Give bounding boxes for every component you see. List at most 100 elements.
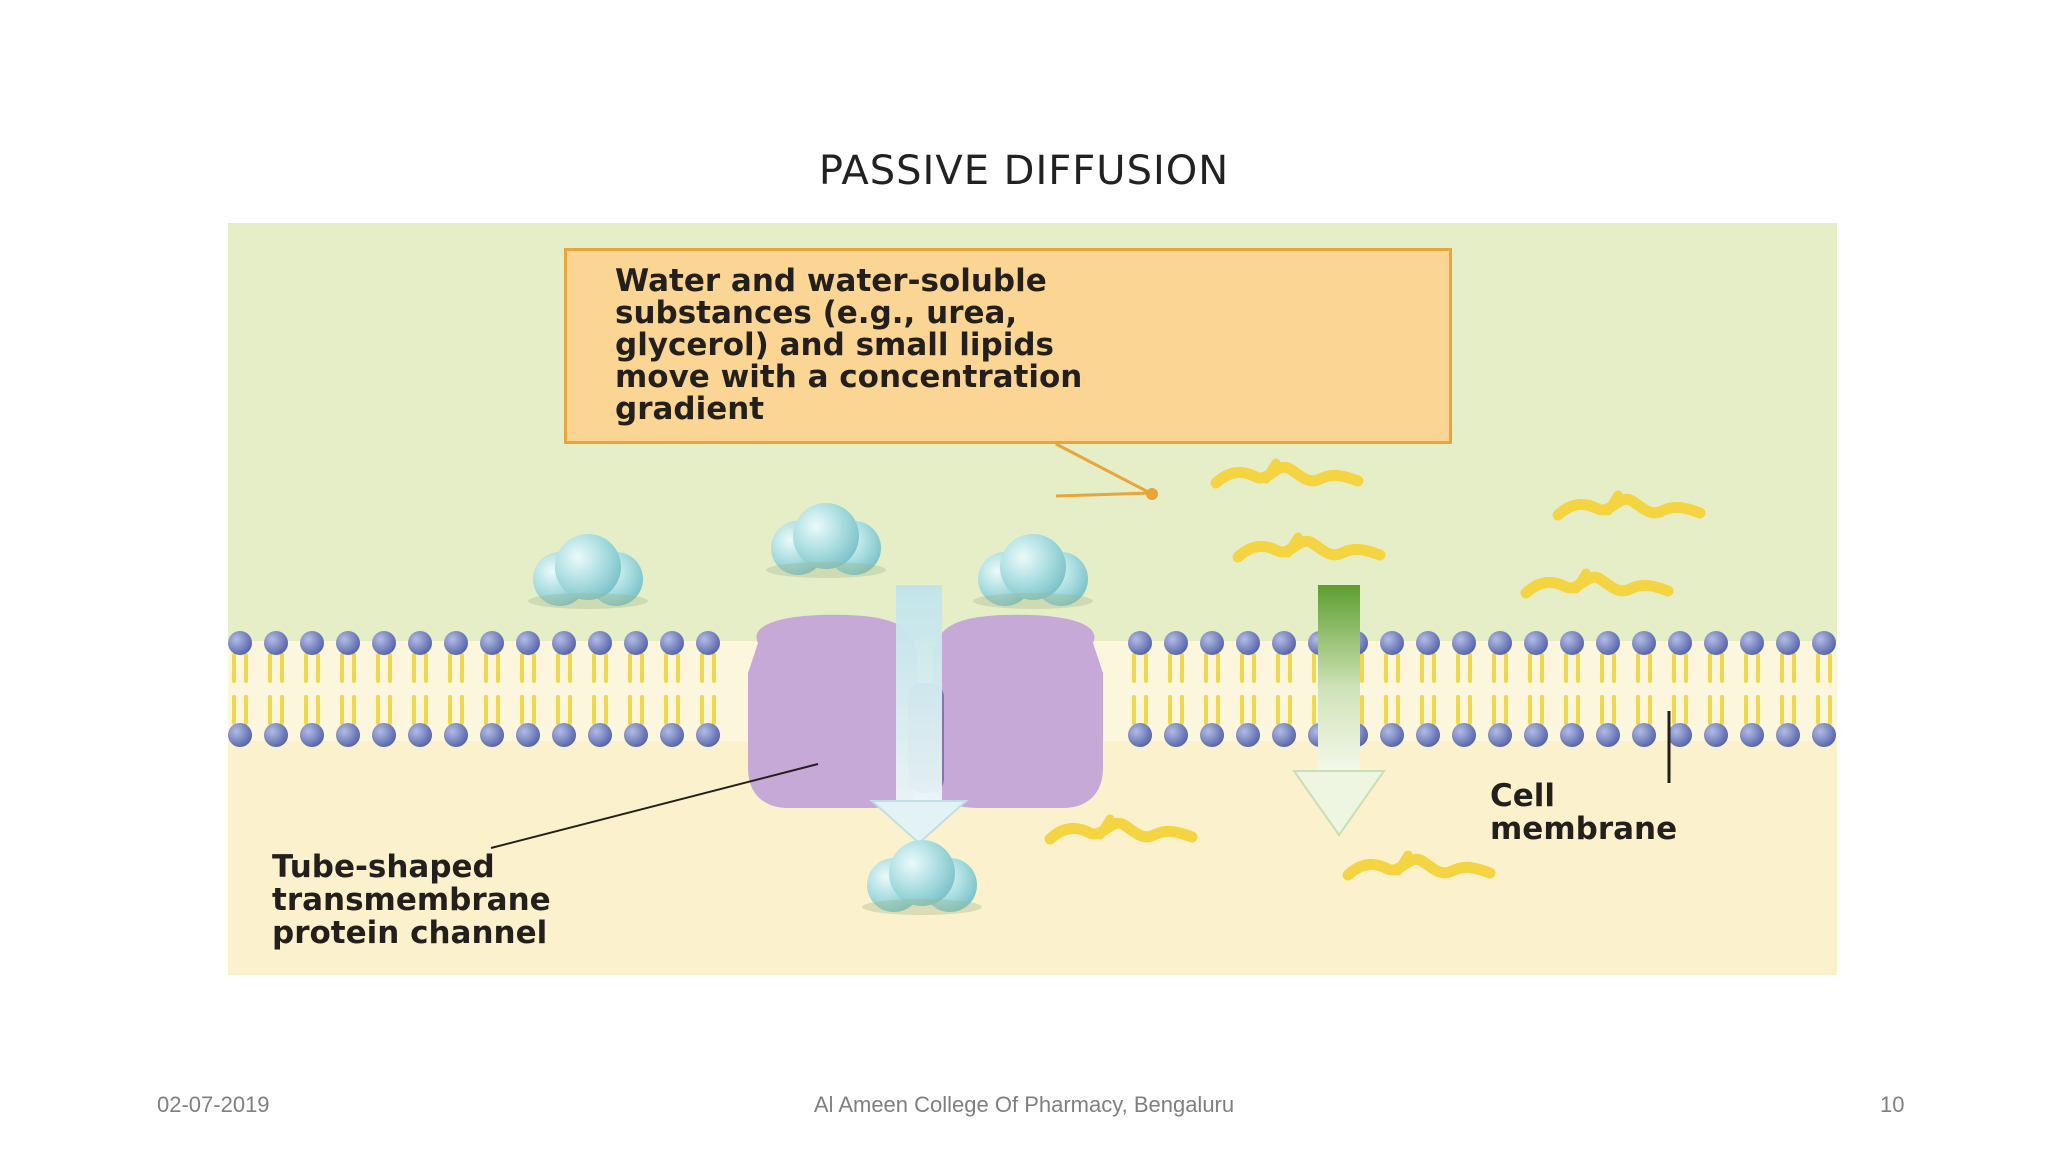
lipid-tail-icon [1780, 653, 1796, 683]
phospholipid-head-icon [444, 631, 468, 655]
phospholipid-head-icon [1524, 631, 1548, 655]
lipid-tail-icon [304, 653, 320, 683]
phospholipid-head-icon [336, 723, 360, 747]
footer-date: 02-07-2019 [157, 1092, 270, 1117]
phospholipid-head-icon [408, 723, 432, 747]
phospholipid-head-icon [1452, 631, 1476, 655]
phospholipid-head-icon [1596, 631, 1620, 655]
lipid-tail-icon [376, 695, 392, 725]
lipid-tail-icon [520, 695, 536, 725]
lipid-tail-icon [1780, 695, 1796, 725]
lipid-tail-icon [340, 695, 356, 725]
phospholipid-head-icon [1236, 631, 1260, 655]
phospholipid-head-icon [1812, 723, 1836, 747]
lipid-tail-icon [1564, 695, 1580, 725]
lipid-tail-icon [1456, 695, 1472, 725]
phospholipid-head-icon [1560, 723, 1584, 747]
phospholipid-head-icon [480, 723, 504, 747]
lipid-tail-icon [484, 653, 500, 683]
phospholipid-head-icon [1596, 723, 1620, 747]
lipid-tail-icon [1636, 653, 1652, 683]
lipid-tail-icon [556, 653, 572, 683]
lipid-tail-icon [664, 653, 680, 683]
phospholipid-head-icon [264, 723, 288, 747]
lipid-tail-icon [232, 653, 248, 683]
phospholipid-head-icon [1416, 723, 1440, 747]
phospholipid-head-icon [372, 723, 396, 747]
lipid-tail-icon [376, 653, 392, 683]
lipid-tail-icon [1600, 695, 1616, 725]
lipid-tail-icon [1168, 695, 1184, 725]
phospholipid-head-icon [1740, 631, 1764, 655]
phospholipid-head-icon [660, 631, 684, 655]
phospholipid-head-icon [1488, 631, 1512, 655]
lipid-tail-icon [1420, 653, 1436, 683]
lipid-tail-icon [628, 653, 644, 683]
phospholipid-head-icon [1488, 723, 1512, 747]
phospholipid-head-icon [1740, 723, 1764, 747]
phospholipid-head-icon [444, 723, 468, 747]
lipid-tail-icon [1456, 653, 1472, 683]
phospholipid-head-icon [552, 631, 576, 655]
lipid-tail-icon [448, 695, 464, 725]
lipid-tail-icon [1564, 653, 1580, 683]
phospholipid-head-icon [1272, 723, 1296, 747]
phospholipid-head-icon [1380, 723, 1404, 747]
lipid-tail-icon [520, 653, 536, 683]
lipid-tail-icon [412, 653, 428, 683]
phospholipid-head-icon [1164, 631, 1188, 655]
footer-institution: Al Ameen College Of Pharmacy, Bengaluru [813, 1092, 1235, 1117]
lipid-tail-icon [412, 695, 428, 725]
phospholipid-head-icon [516, 631, 540, 655]
lipid-tail-icon [592, 653, 608, 683]
lipid-tail-icon [1816, 695, 1832, 725]
passive-diffusion-diagram: Water and water-soluble substances (e.g.… [228, 223, 1837, 975]
lipid-tail-icon [628, 695, 644, 725]
phospholipid-head-icon [696, 723, 720, 747]
lipid-tail-icon [1240, 653, 1256, 683]
phospholipid-head-icon [1380, 631, 1404, 655]
lipid-tail-icon [1276, 695, 1292, 725]
phospholipid-head-icon [1200, 631, 1224, 655]
phospholipid-head-icon [1416, 631, 1440, 655]
lipid-tail-icon [1204, 695, 1220, 725]
callout-text: Water and water-soluble substances (e.g.… [615, 263, 1083, 427]
lipid-tail-icon [232, 695, 248, 725]
phospholipid-head-icon [1632, 723, 1656, 747]
lipid-tail-icon [1492, 653, 1508, 683]
lipid-tail-icon [484, 695, 500, 725]
phospholipid-head-icon [264, 631, 288, 655]
water-diffusion-arrow [869, 585, 969, 845]
phospholipid-head-icon [516, 723, 540, 747]
lipid-tail-icon [1204, 653, 1220, 683]
lipid-tail-icon [1744, 695, 1760, 725]
lipid-tail-icon [1600, 653, 1616, 683]
phospholipid-head-icon [300, 631, 324, 655]
phospholipid-head-icon [1128, 631, 1152, 655]
phospholipid-head-icon [1128, 723, 1152, 747]
lipid-tail-icon [1132, 653, 1148, 683]
phospholipid-head-icon [1704, 631, 1728, 655]
lipid-tail-icon [700, 695, 716, 725]
cell-membrane-label: Cell membrane [1490, 778, 1678, 847]
phospholipid-head-icon [1668, 631, 1692, 655]
phospholipid-head-icon [408, 631, 432, 655]
lipid-tail-icon [304, 695, 320, 725]
phospholipid-head-icon [1704, 723, 1728, 747]
lipid-tail-icon [268, 695, 284, 725]
phospholipid-head-icon [1668, 723, 1692, 747]
lipid-tail-icon [1672, 695, 1688, 725]
callout-pointer [1055, 491, 1153, 498]
phospholipid-head-icon [660, 723, 684, 747]
phospholipid-head-icon [228, 631, 252, 655]
lipid-tail-icon [1636, 695, 1652, 725]
slide-title: PASSIVE DIFFUSION [818, 148, 1230, 194]
diffusion-callout-box: Water and water-soluble substances (e.g.… [564, 248, 1452, 444]
phospholipid-head-icon [1560, 631, 1584, 655]
lipid-tail-icon [1744, 653, 1760, 683]
lipid-tail-icon [1132, 695, 1148, 725]
lipid-tail-icon [664, 695, 680, 725]
lipid-tail-icon [592, 695, 608, 725]
lipid-tail-icon [1240, 695, 1256, 725]
lipid-tail-icon [1492, 695, 1508, 725]
